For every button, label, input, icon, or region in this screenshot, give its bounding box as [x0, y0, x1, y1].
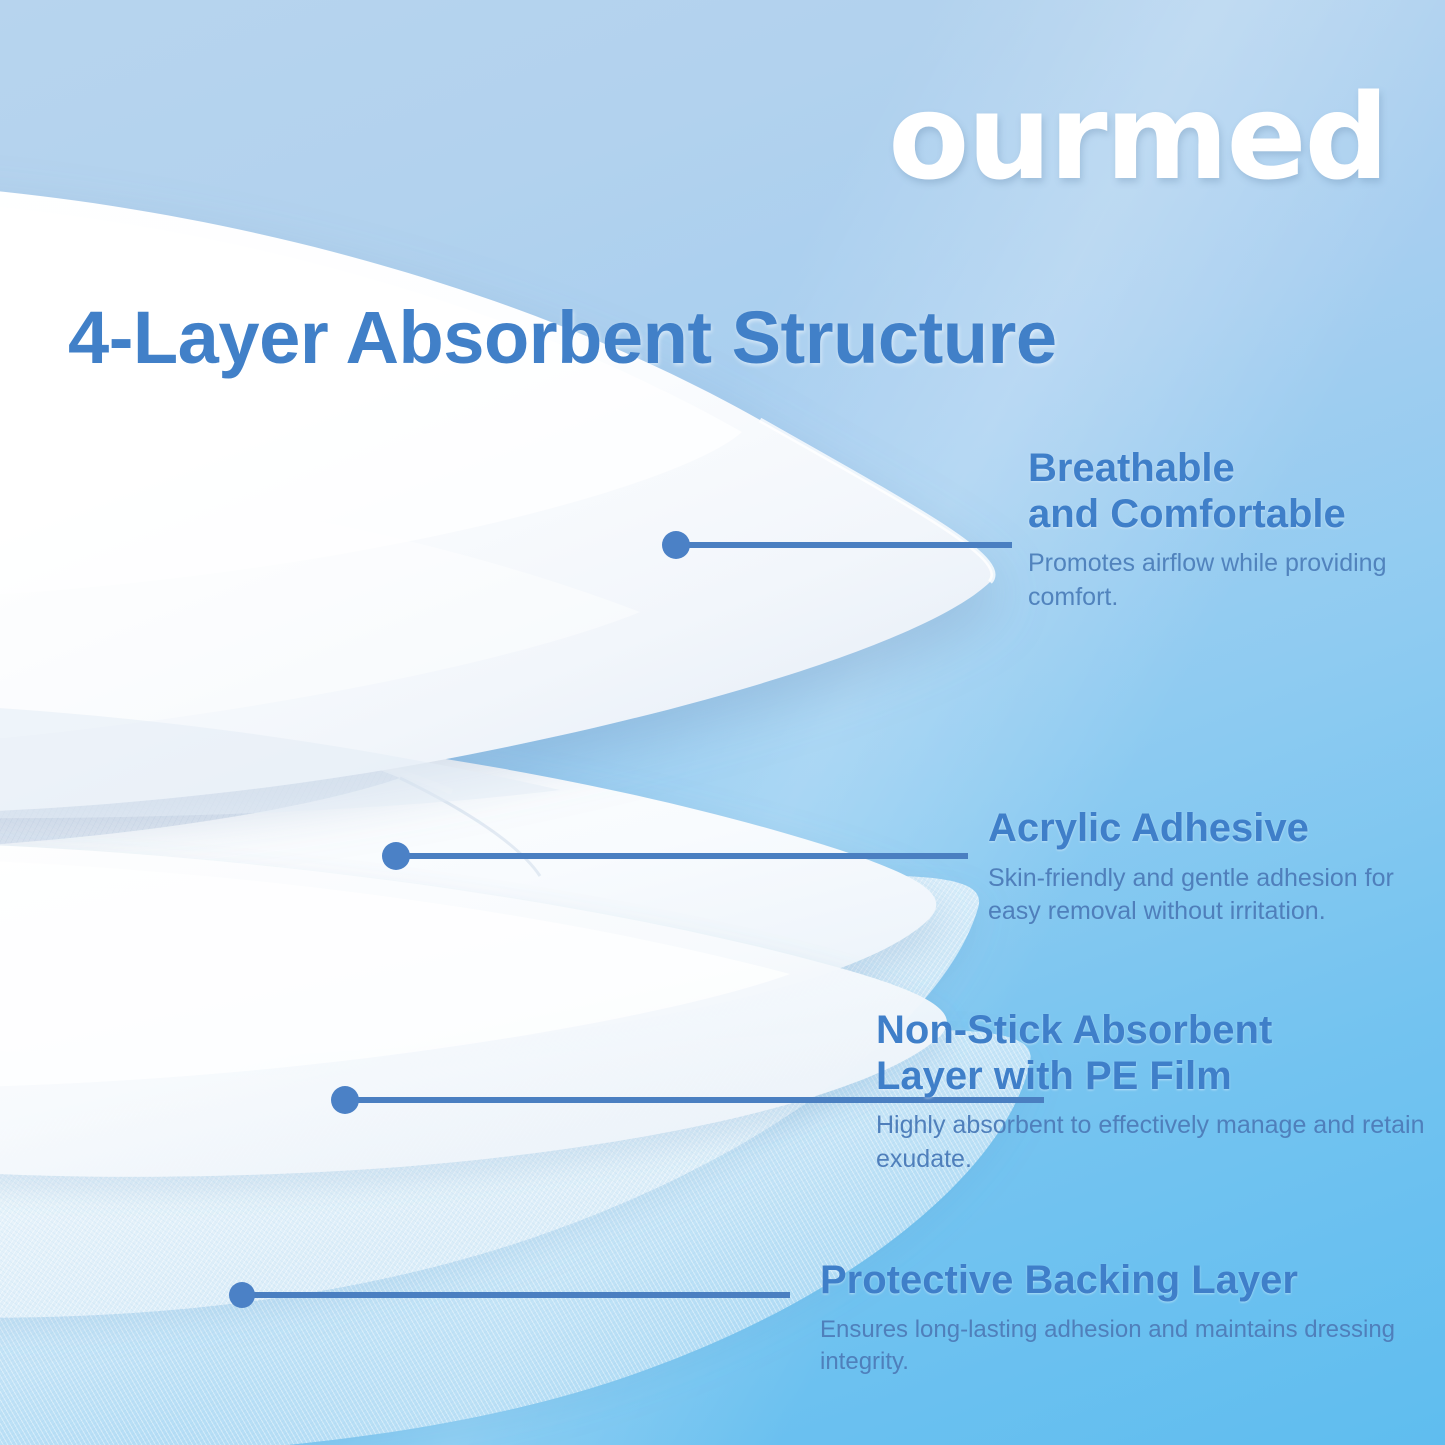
callout-non-stick-heading-line1: Non-Stick Absorbent [876, 1008, 1273, 1052]
callout-acrylic-adhesive: Acrylic Adhesive Skin-friendly and gentl… [988, 806, 1432, 929]
callout-backing-heading: Protective Backing Layer [820, 1258, 1298, 1302]
callout-non-stick-heading-line2: Layer with PE Film [876, 1053, 1232, 1098]
layer-breathable-second-sheet [0, 845, 947, 1177]
callout-acrylic-body: Skin-friendly and gentle adhesion for ea… [988, 863, 1394, 926]
brand-logo: ourmed [888, 68, 1389, 206]
callout-breathable-body: Promotes airflow while providing comfort… [1028, 549, 1387, 611]
callout-non-stick-heading: Non-Stick Absorbent Layer with PE Film [876, 1008, 1432, 1099]
callout-acrylic-heading: Acrylic Adhesive [988, 806, 1309, 850]
callout-breathable-heading: Breathable and Comfortable [1028, 446, 1432, 537]
layer-breathable-top [0, 191, 996, 819]
callout-backing-body: Ensures long-lasting adhesion and mainta… [820, 1315, 1396, 1375]
page-title: 4-Layer Absorbent Structure [68, 295, 1057, 379]
callout-breathable: Breathable and Comfortable Promotes airf… [1028, 446, 1432, 614]
callout-breathable-heading-line2: and Comfortable [1028, 491, 1346, 536]
callout-non-stick-body: Highly absorbent to effectively manage a… [876, 1111, 1425, 1173]
callout-protective-backing: Protective Backing Layer Ensures long-la… [820, 1258, 1432, 1378]
callout-breathable-heading-line1: Breathable [1028, 446, 1235, 490]
callout-non-stick-absorbent: Non-Stick Absorbent Layer with PE Film H… [876, 1008, 1432, 1176]
